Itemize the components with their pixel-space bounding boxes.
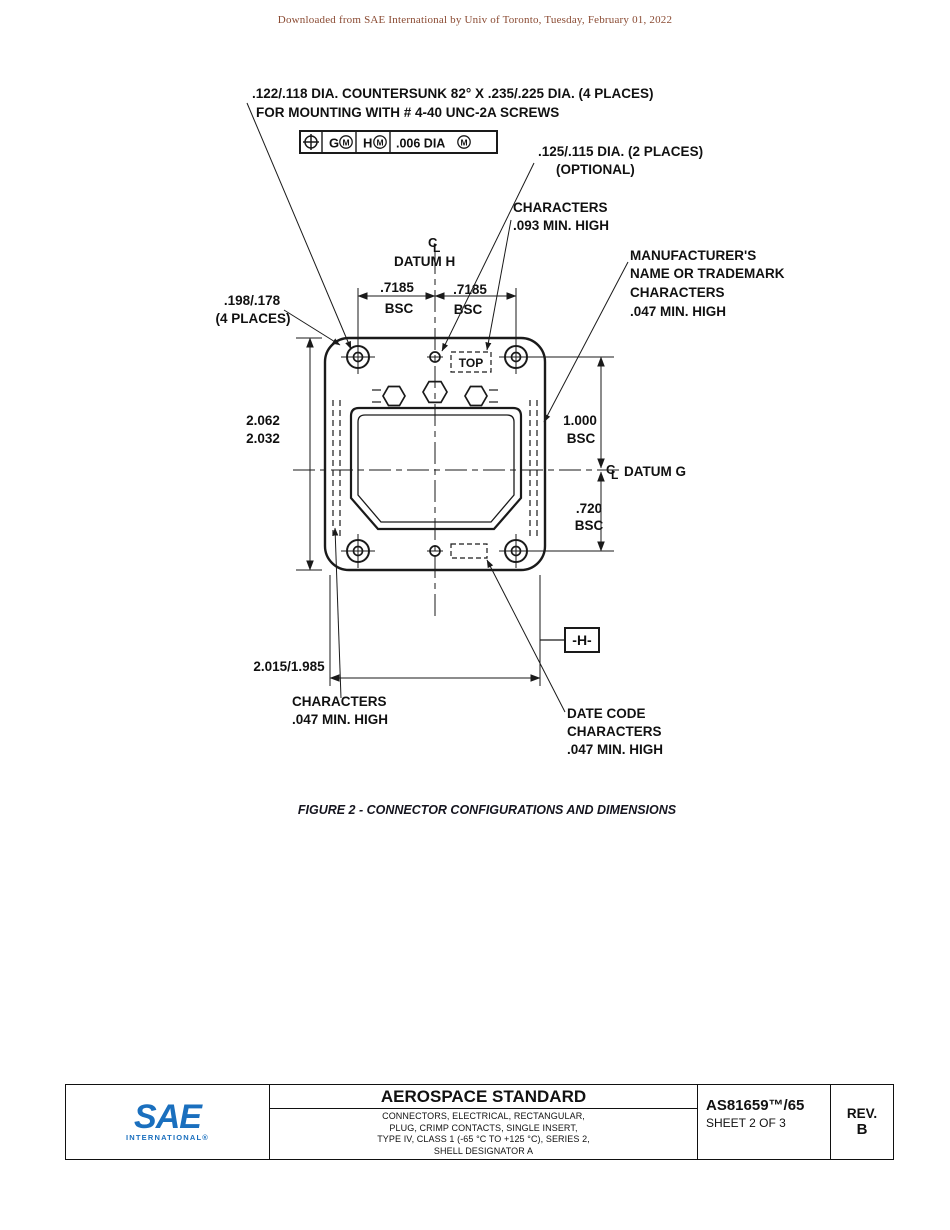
optional-holes bbox=[427, 351, 443, 557]
sae-logo: SAE INTERNATIONAL® bbox=[66, 1085, 270, 1159]
download-provenance-note: Downloaded from SAE International by Uni… bbox=[277, 14, 673, 26]
dim-720-bsc: BSC bbox=[575, 518, 604, 533]
sae-logo-text: SAE bbox=[134, 1098, 202, 1136]
centerline-symbol-datum-h: C L bbox=[428, 235, 440, 255]
connector-dimension-drawing: .122/.118 DIA. COUNTERSUNK 82° X .235/.2… bbox=[215, 86, 785, 757]
fcf-datum-secondary: H bbox=[363, 136, 372, 151]
mounting-hole bbox=[499, 340, 533, 374]
manufacturer-line2: NAME OR TRADEMARK bbox=[630, 266, 785, 281]
small-hole-callout: .125/.115 DIA. (2 PLACES) bbox=[538, 144, 703, 159]
insert-opening-inner bbox=[357, 414, 515, 523]
dimension-lines bbox=[296, 288, 614, 686]
jackscrew-hex bbox=[464, 385, 488, 407]
mounting-hole bbox=[341, 340, 375, 374]
mounting-holes bbox=[341, 340, 533, 568]
centerline-symbol-datum-g: C L bbox=[606, 462, 618, 482]
mmc-modifier-icon: M bbox=[373, 135, 387, 149]
leader-manufacturer bbox=[543, 261, 629, 423]
revision-cell: REV. B bbox=[831, 1085, 893, 1159]
top-marking: TOP bbox=[450, 351, 492, 373]
manufacturer-line3: CHARACTERS bbox=[630, 285, 725, 300]
hex-features bbox=[372, 380, 498, 407]
leader-date-code bbox=[486, 559, 566, 713]
subtitle-line: CONNECTORS, ELECTRICAL, RECTANGULAR, bbox=[382, 1111, 585, 1121]
countersink-callout-line2: FOR MOUNTING WITH # 4-40 UNC-2A SCREWS bbox=[256, 105, 559, 120]
dim-1000: 1.000 bbox=[563, 413, 597, 428]
dim-7185-right: .7185 bbox=[453, 282, 487, 297]
leader-lines bbox=[246, 102, 629, 713]
dim-width: 2.015/1.985 bbox=[253, 659, 325, 674]
dim-height-max: 2.062 bbox=[246, 413, 280, 428]
insert-opening-outer bbox=[349, 406, 523, 531]
mmc-modifier-icon: M bbox=[339, 135, 353, 149]
figure-caption: FIGURE 2 - CONNECTOR CONFIGURATIONS AND … bbox=[297, 803, 677, 817]
date-code-line1: DATE CODE bbox=[567, 706, 646, 721]
side-grooves bbox=[332, 400, 538, 538]
leader-characters-bottom bbox=[332, 527, 342, 699]
dim-bsc-right: BSC bbox=[454, 302, 483, 317]
manufacturer-line1: MANUFACTURER'S bbox=[630, 248, 756, 263]
fcf-tolerance: .006 DIA bbox=[396, 137, 445, 151]
dim-720: .720 bbox=[576, 501, 602, 516]
svg-text:M: M bbox=[460, 138, 467, 148]
dim-height-min: 2.032 bbox=[246, 431, 280, 446]
date-code-area bbox=[450, 543, 488, 559]
standard-type: AEROSPACE STANDARD bbox=[270, 1085, 697, 1109]
svg-text:L: L bbox=[611, 468, 618, 482]
datum-h-flag: -H- bbox=[540, 627, 600, 653]
jackscrew-hex bbox=[382, 385, 406, 407]
standard-title-cell: AEROSPACE STANDARD CONNECTORS, ELECTRICA… bbox=[270, 1085, 698, 1159]
mmc-modifier-icon: M bbox=[457, 135, 471, 149]
standard-subtitle: CONNECTORS, ELECTRICAL, RECTANGULAR, PLU… bbox=[270, 1109, 697, 1159]
mounting-hole bbox=[341, 534, 375, 568]
date-code-line2: CHARACTERS bbox=[567, 724, 662, 739]
subtitle-line: SHELL DESIGNATOR A bbox=[433, 1145, 534, 1156]
manufacturer-line4: .047 MIN. HIGH bbox=[630, 304, 726, 319]
svg-text:TOP: TOP bbox=[459, 356, 483, 370]
connector-flange-outline bbox=[323, 336, 547, 572]
small-hole-optional: (OPTIONAL) bbox=[556, 162, 635, 177]
corner-dim-line1: .198/.178 bbox=[224, 293, 281, 308]
dim-7185-left: .7185 bbox=[380, 280, 414, 295]
dim-1000-bsc: BSC bbox=[567, 431, 596, 446]
mounting-hole bbox=[499, 534, 533, 568]
revision-value: B bbox=[856, 1121, 868, 1138]
characters-top-line2: .093 MIN. HIGH bbox=[513, 218, 609, 233]
datum-h-label: DATUM H bbox=[394, 254, 455, 269]
characters-bottom-line1: CHARACTERS bbox=[292, 694, 387, 709]
svg-text:M: M bbox=[342, 138, 349, 148]
date-code-line3: .047 MIN. HIGH bbox=[567, 742, 663, 757]
leader-corner-dim bbox=[283, 309, 341, 346]
fcf-datum-primary: G bbox=[329, 136, 339, 151]
countersink-callout-line1: .122/.118 DIA. COUNTERSUNK 82° X .235/.2… bbox=[252, 86, 654, 101]
corner-dim-line2: (4 PLACES) bbox=[215, 311, 290, 326]
leader-small-hole bbox=[441, 162, 535, 352]
datum-g-label: DATUM G bbox=[624, 464, 686, 479]
svg-text:L: L bbox=[433, 241, 440, 255]
characters-top-line1: CHARACTERS bbox=[513, 200, 608, 215]
revision-label: REV. bbox=[846, 1106, 878, 1121]
feature-control-frame bbox=[299, 130, 498, 154]
optional-hole bbox=[427, 351, 443, 363]
document-number: AS81659™/65 bbox=[706, 1097, 805, 1114]
svg-text:C: C bbox=[428, 235, 438, 250]
title-block: SAE INTERNATIONAL® AEROSPACE STANDARD CO… bbox=[65, 1084, 894, 1160]
leader-countersink bbox=[246, 102, 352, 350]
dim-bsc-left: BSC bbox=[385, 301, 414, 316]
leader-characters-top bbox=[485, 219, 512, 351]
subtitle-line: TYPE IV, CLASS 1 (-65 °C TO +125 °C), SE… bbox=[377, 1134, 590, 1144]
svg-text:M: M bbox=[376, 138, 383, 148]
svg-text:-H-: -H- bbox=[572, 632, 592, 648]
characters-bottom-line2: .047 MIN. HIGH bbox=[292, 712, 388, 727]
sae-logo-subtext: INTERNATIONAL® bbox=[125, 1133, 209, 1142]
jackscrew-hex bbox=[422, 380, 448, 404]
position-symbol-icon bbox=[303, 134, 319, 150]
document-number-cell: AS81659™/65 SHEET 2 OF 3 bbox=[698, 1085, 831, 1159]
sheet-number: SHEET 2 OF 3 bbox=[706, 1116, 786, 1130]
subtitle-line: PLUG, CRIMP CONTACTS, SINGLE INSERT, bbox=[389, 1122, 578, 1133]
optional-hole bbox=[427, 545, 443, 557]
